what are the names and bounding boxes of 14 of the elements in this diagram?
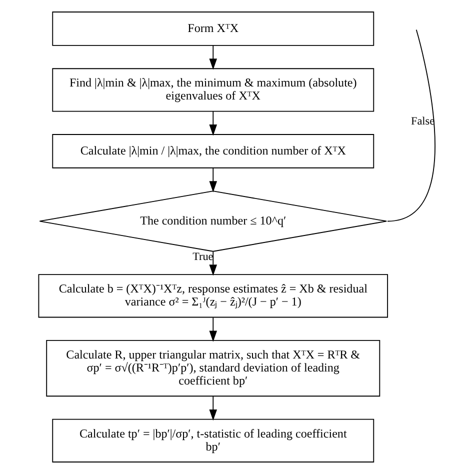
connector xyxy=(387,29,436,222)
arrow xyxy=(209,251,218,276)
arrow xyxy=(209,45,218,70)
node-diamond: The condition number ≤ 10^q′ xyxy=(39,190,388,252)
arrow xyxy=(209,317,218,342)
arrow xyxy=(209,396,218,421)
node-box: Calculate tp′ = |bp′|/σp′, t-statistic of leading coefficient bp′ xyxy=(52,418,374,462)
node-box: Calculate R, upper triangular matrix, such that XᵀX = RᵀR & σp′ = σ√((R⁻¹R⁻ᵀ)p′p′), standard deviation of leading coefficient bp′ xyxy=(46,340,380,397)
node-box: Calculate b = (XᵀX)⁻¹Xᵀz, response estimates ẑ = Xb & residual variance σ² = Σ₁ᴶ(zⱼ − ẑⱼ)²/(J − p′ − 1) xyxy=(38,274,388,318)
arrow xyxy=(209,167,218,192)
node-box: Calculate |λ|min / |λ|max, the condition number of XᵀX xyxy=(52,134,374,168)
node-box: Find |λ|min & |λ|max, the minimum & maximum (absolute) eigenvalues of XᵀX xyxy=(52,68,374,112)
node-box: Form XᵀX xyxy=(52,12,374,46)
arrow xyxy=(209,110,218,136)
